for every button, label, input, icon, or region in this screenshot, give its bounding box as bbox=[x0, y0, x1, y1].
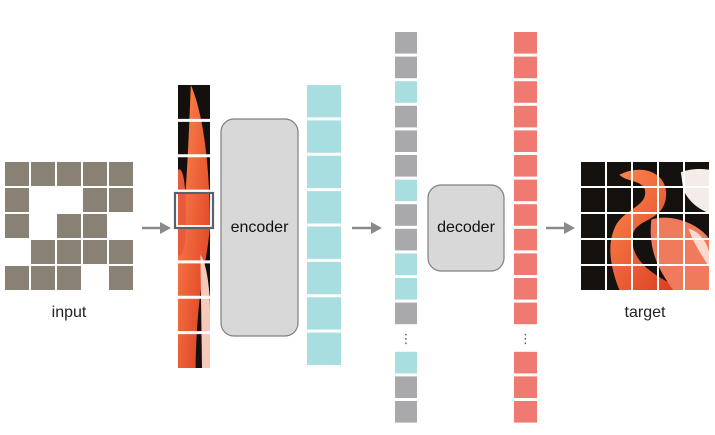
predicted-token bbox=[514, 228, 537, 251]
target-grid-line bbox=[581, 264, 709, 266]
mask-token bbox=[395, 376, 417, 398]
input-masked-patch bbox=[5, 266, 29, 290]
arrow-encoder-to-decoder-input bbox=[352, 222, 382, 234]
predicted-token bbox=[514, 81, 537, 103]
input-masked-patch bbox=[31, 240, 55, 264]
input-masked-patch bbox=[5, 162, 29, 186]
mask-token bbox=[395, 32, 417, 54]
input-visible-patch bbox=[31, 214, 55, 238]
patch-separator bbox=[178, 225, 210, 228]
input-visible-patch bbox=[57, 188, 81, 212]
mask-token bbox=[395, 105, 417, 128]
target-grid-line bbox=[581, 212, 709, 214]
input-masked-patch bbox=[83, 240, 107, 264]
predicted-token bbox=[514, 179, 537, 202]
input-masked-patch bbox=[109, 162, 133, 186]
predicted-token bbox=[514, 32, 537, 54]
mask-token bbox=[395, 228, 417, 251]
input-masked-patch bbox=[83, 214, 107, 238]
encoder-label: encoder bbox=[231, 219, 289, 236]
input-masked-patch bbox=[109, 188, 133, 212]
decoder-block: decoder bbox=[427, 184, 505, 272]
encoded-token-column bbox=[307, 85, 341, 365]
encoder-block: encoder bbox=[220, 118, 299, 337]
encoded-token bbox=[395, 81, 417, 103]
encoded-token bbox=[307, 261, 341, 295]
target-grid-line bbox=[657, 162, 659, 290]
patch-separator bbox=[178, 154, 210, 158]
mask-token bbox=[395, 401, 417, 423]
predicted-token bbox=[514, 105, 537, 128]
input-masked-patch bbox=[83, 162, 107, 186]
predicted-token bbox=[514, 253, 537, 275]
input-visible-patch bbox=[31, 188, 55, 212]
predicted-token bbox=[514, 56, 537, 79]
mask-token bbox=[395, 204, 417, 226]
encoded-token bbox=[395, 278, 417, 300]
encoded-token bbox=[307, 297, 341, 330]
encoded-token bbox=[307, 85, 341, 118]
target-grid-line bbox=[605, 162, 607, 290]
input-masked-patch bbox=[5, 188, 29, 212]
input-visible-patch bbox=[109, 214, 133, 238]
mask-token bbox=[395, 56, 417, 79]
input-masked-image bbox=[5, 162, 133, 290]
mask-token bbox=[395, 130, 417, 152]
encoded-token bbox=[307, 155, 341, 189]
input-masked-patch bbox=[31, 266, 55, 290]
decoder-label: decoder bbox=[437, 219, 495, 236]
selected-patch-highlight bbox=[173, 191, 215, 230]
target-image bbox=[581, 162, 709, 290]
predicted-token bbox=[514, 302, 537, 325]
input-masked-patch bbox=[57, 266, 81, 290]
target-grid-line bbox=[581, 238, 709, 240]
predicted-token bbox=[514, 155, 537, 177]
predicted-token bbox=[514, 351, 537, 374]
predicted-token bbox=[514, 376, 537, 398]
decoder-output-token-column: ⋮ bbox=[514, 32, 537, 423]
predicted-token bbox=[514, 401, 537, 423]
input-masked-patch bbox=[83, 188, 107, 212]
input-masked-patch bbox=[109, 240, 133, 264]
input-visible-patch bbox=[83, 266, 107, 290]
input-masked-patch bbox=[31, 162, 55, 186]
encoded-token bbox=[395, 351, 417, 374]
ellipsis-mark: ⋮ bbox=[400, 332, 413, 347]
input-masked-patch bbox=[57, 162, 81, 186]
predicted-token bbox=[514, 278, 537, 300]
input-masked-patch bbox=[5, 214, 29, 238]
patch-separator bbox=[178, 260, 210, 264]
encoded-token bbox=[307, 226, 341, 259]
encoded-token bbox=[307, 191, 341, 224]
input-label: input bbox=[52, 304, 87, 321]
arrow-input-to-patches bbox=[142, 222, 171, 234]
encoded-token bbox=[307, 120, 341, 153]
patch-separator bbox=[178, 295, 210, 299]
mask-token bbox=[395, 155, 417, 177]
predicted-token bbox=[514, 204, 537, 226]
predicted-token bbox=[514, 130, 537, 152]
target-grid-line bbox=[683, 162, 685, 290]
patch-separator bbox=[178, 118, 210, 122]
patch-separator bbox=[178, 189, 210, 193]
target-label: target bbox=[625, 304, 666, 321]
ellipsis-mark: ⋮ bbox=[519, 332, 532, 347]
input-masked-patch bbox=[57, 240, 81, 264]
input-masked-patch bbox=[109, 266, 133, 290]
target-grid-line bbox=[581, 186, 709, 188]
encoded-token bbox=[395, 253, 417, 275]
input-masked-patch bbox=[57, 214, 81, 238]
encoded-token bbox=[307, 332, 341, 365]
decoder-input-token-column: ⋮ bbox=[395, 32, 417, 423]
target-grid-line bbox=[631, 162, 633, 290]
mask-token bbox=[395, 302, 417, 325]
visible-patch-column bbox=[173, 85, 215, 368]
encoded-token bbox=[395, 179, 417, 202]
patch-separator bbox=[178, 331, 210, 335]
input-visible-patch bbox=[5, 240, 29, 264]
arrow-decoder-to-target bbox=[546, 222, 575, 234]
